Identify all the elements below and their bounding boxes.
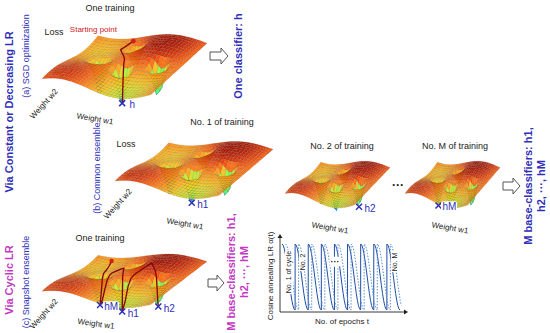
loss-surface — [115, 141, 273, 202]
loss-surface — [42, 34, 207, 102]
